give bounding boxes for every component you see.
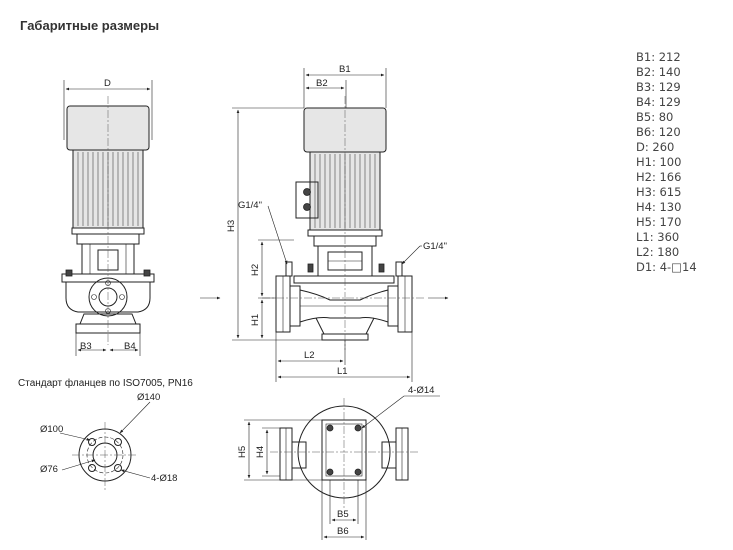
dim-h1-label: H1: [250, 314, 261, 326]
spec-h3: H3: 615: [636, 185, 682, 199]
dim-b5-label: B5: [337, 509, 349, 520]
spec-d: D: 260: [636, 140, 675, 154]
spec-b4: B4: 129: [636, 95, 681, 109]
spec-h4: H4: 130: [636, 200, 682, 214]
spec-b2: B2: 140: [636, 65, 681, 79]
spec-b3: B3: 129: [636, 80, 681, 94]
gauge-right-label: G1/4": [423, 241, 447, 252]
flange-bore-label: Ø76: [40, 464, 58, 475]
dim-h2-label: H2: [250, 264, 261, 276]
dim-b1-label: B1: [339, 64, 351, 75]
dim-d-label: D: [104, 78, 111, 89]
dim-b4-label: B4: [124, 341, 136, 352]
flange-holes-label: 4-Ø18: [151, 473, 177, 484]
top-holes-label: 4-Ø14: [408, 385, 434, 396]
spec-l1: L1: 360: [636, 230, 680, 244]
spec-b1: B1: 212: [636, 50, 681, 64]
top-view: 4-Ø14 H5 H4 B5 B6: [237, 385, 440, 540]
dim-l2-label: L2: [304, 350, 315, 361]
dim-b3-label: B3: [80, 341, 92, 352]
side-view: B1 B2: [226, 64, 447, 382]
flange-bolt-circle-label: Ø100: [40, 424, 63, 435]
dim-l1-label: L1: [337, 366, 348, 377]
flange-standard-title: Стандарт фланцев по ISO7005, PN16: [18, 378, 193, 389]
spec-h1: H1: 100: [636, 155, 682, 169]
spec-l2: L2: 180: [636, 245, 680, 259]
spec-h2: H2: 166: [636, 170, 682, 184]
terminal-box: [295, 181, 319, 219]
gauge-left-label: G1/4": [238, 200, 262, 211]
flange-outer-dia-label: Ø140: [137, 392, 160, 403]
dim-b2-label: B2: [316, 78, 328, 89]
spec-b5: B5: 80: [636, 110, 674, 124]
spec-list: B1: 212 B2: 140 B3: 129 B4: 129 B5: 80 B…: [636, 50, 697, 275]
dim-h4-label: H4: [255, 446, 266, 458]
flange-detail-view: Ø140 Ø100 Ø76 4-Ø18: [40, 392, 177, 490]
dim-h3-label: H3: [226, 220, 237, 232]
dim-h5-label: H5: [237, 446, 248, 458]
dim-b6-label: B6: [337, 526, 349, 537]
spec-h5: H5: 170: [636, 215, 682, 229]
front-view: D: [61, 78, 155, 356]
spec-b6: B6: 120: [636, 125, 681, 139]
page-title: Габаритные размеры: [20, 18, 160, 33]
spec-d1: D1: 4-□14: [636, 260, 697, 274]
